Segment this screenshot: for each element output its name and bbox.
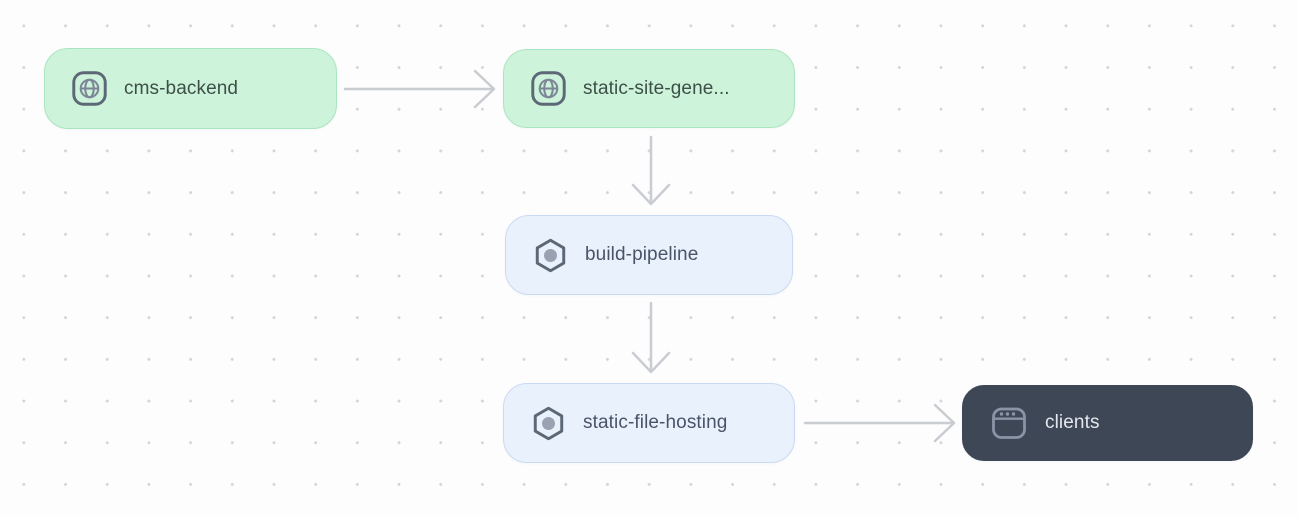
node-label: clients [1045, 412, 1100, 433]
hexagon-node-icon [535, 238, 566, 272]
node-static-file-hosting[interactable]: static-file-hosting [503, 383, 795, 463]
node-label: static-site-gene... [583, 77, 730, 99]
browser-window-icon [992, 407, 1026, 439]
node-label: static-file-hosting [583, 412, 728, 433]
edge-cms-backend-to-static-site-generator[interactable] [343, 69, 496, 109]
hexagon-node-icon [533, 406, 564, 440]
globe-app-icon [72, 71, 107, 106]
node-label: cms-backend [124, 77, 239, 99]
edge-build-pipeline-to-static-file-hosting[interactable] [631, 301, 671, 374]
edge-static-file-hosting-to-clients[interactable] [803, 403, 956, 443]
edge-static-site-generator-to-build-pipeline[interactable] [631, 135, 671, 206]
node-build-pipeline[interactable]: build-pipeline [505, 215, 793, 295]
node-static-site-generator[interactable]: static-site-gene... [503, 49, 795, 128]
node-cms-backend[interactable]: cms-backend [44, 48, 337, 129]
globe-app-icon [531, 71, 566, 106]
node-clients[interactable]: clients [962, 385, 1253, 461]
node-label: build-pipeline [585, 244, 699, 265]
